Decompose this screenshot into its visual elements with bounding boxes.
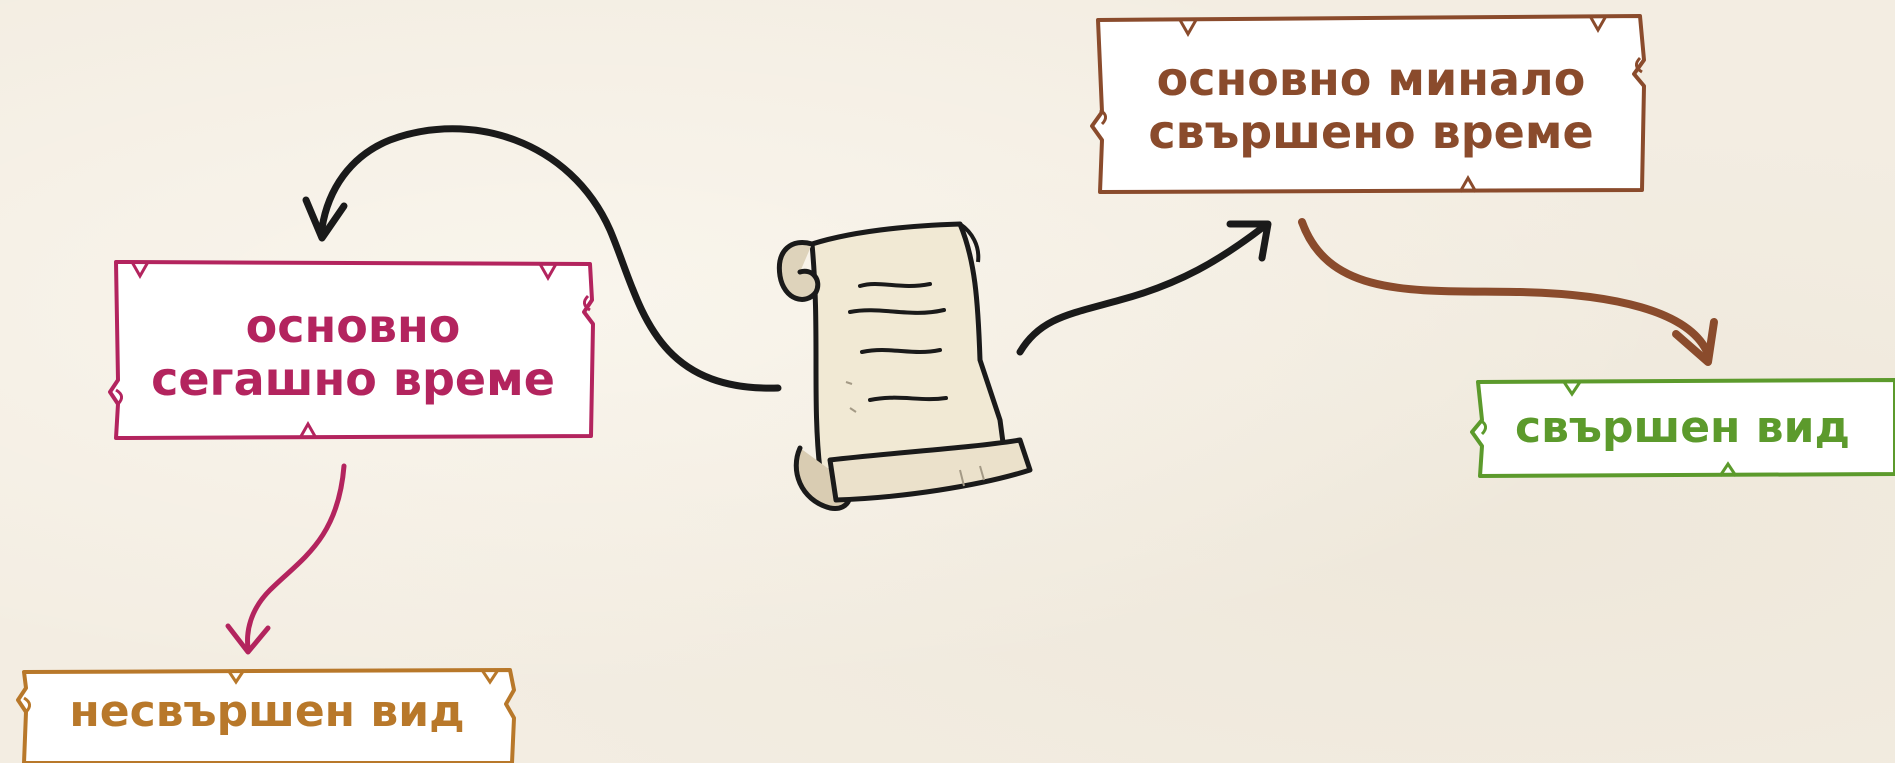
past-label-line1: основно минало [1157, 53, 1586, 106]
node-perfective-label: свършен вид [1480, 382, 1885, 474]
imperfective-label-text: несвършен вид [69, 687, 464, 738]
past-label-line2: свършено време [1148, 106, 1593, 159]
present-label-line1: основно [246, 300, 461, 353]
perfective-label-text: свършен вид [1515, 403, 1850, 454]
node-present-label: основно сегашно време [116, 270, 590, 436]
present-label-line2: сегашно време [151, 353, 555, 406]
node-past-label: основно минало свършено време [1100, 22, 1642, 190]
scroll-icon-body [779, 224, 1030, 509]
node-imperfective-label: несвършен вид [24, 672, 510, 752]
